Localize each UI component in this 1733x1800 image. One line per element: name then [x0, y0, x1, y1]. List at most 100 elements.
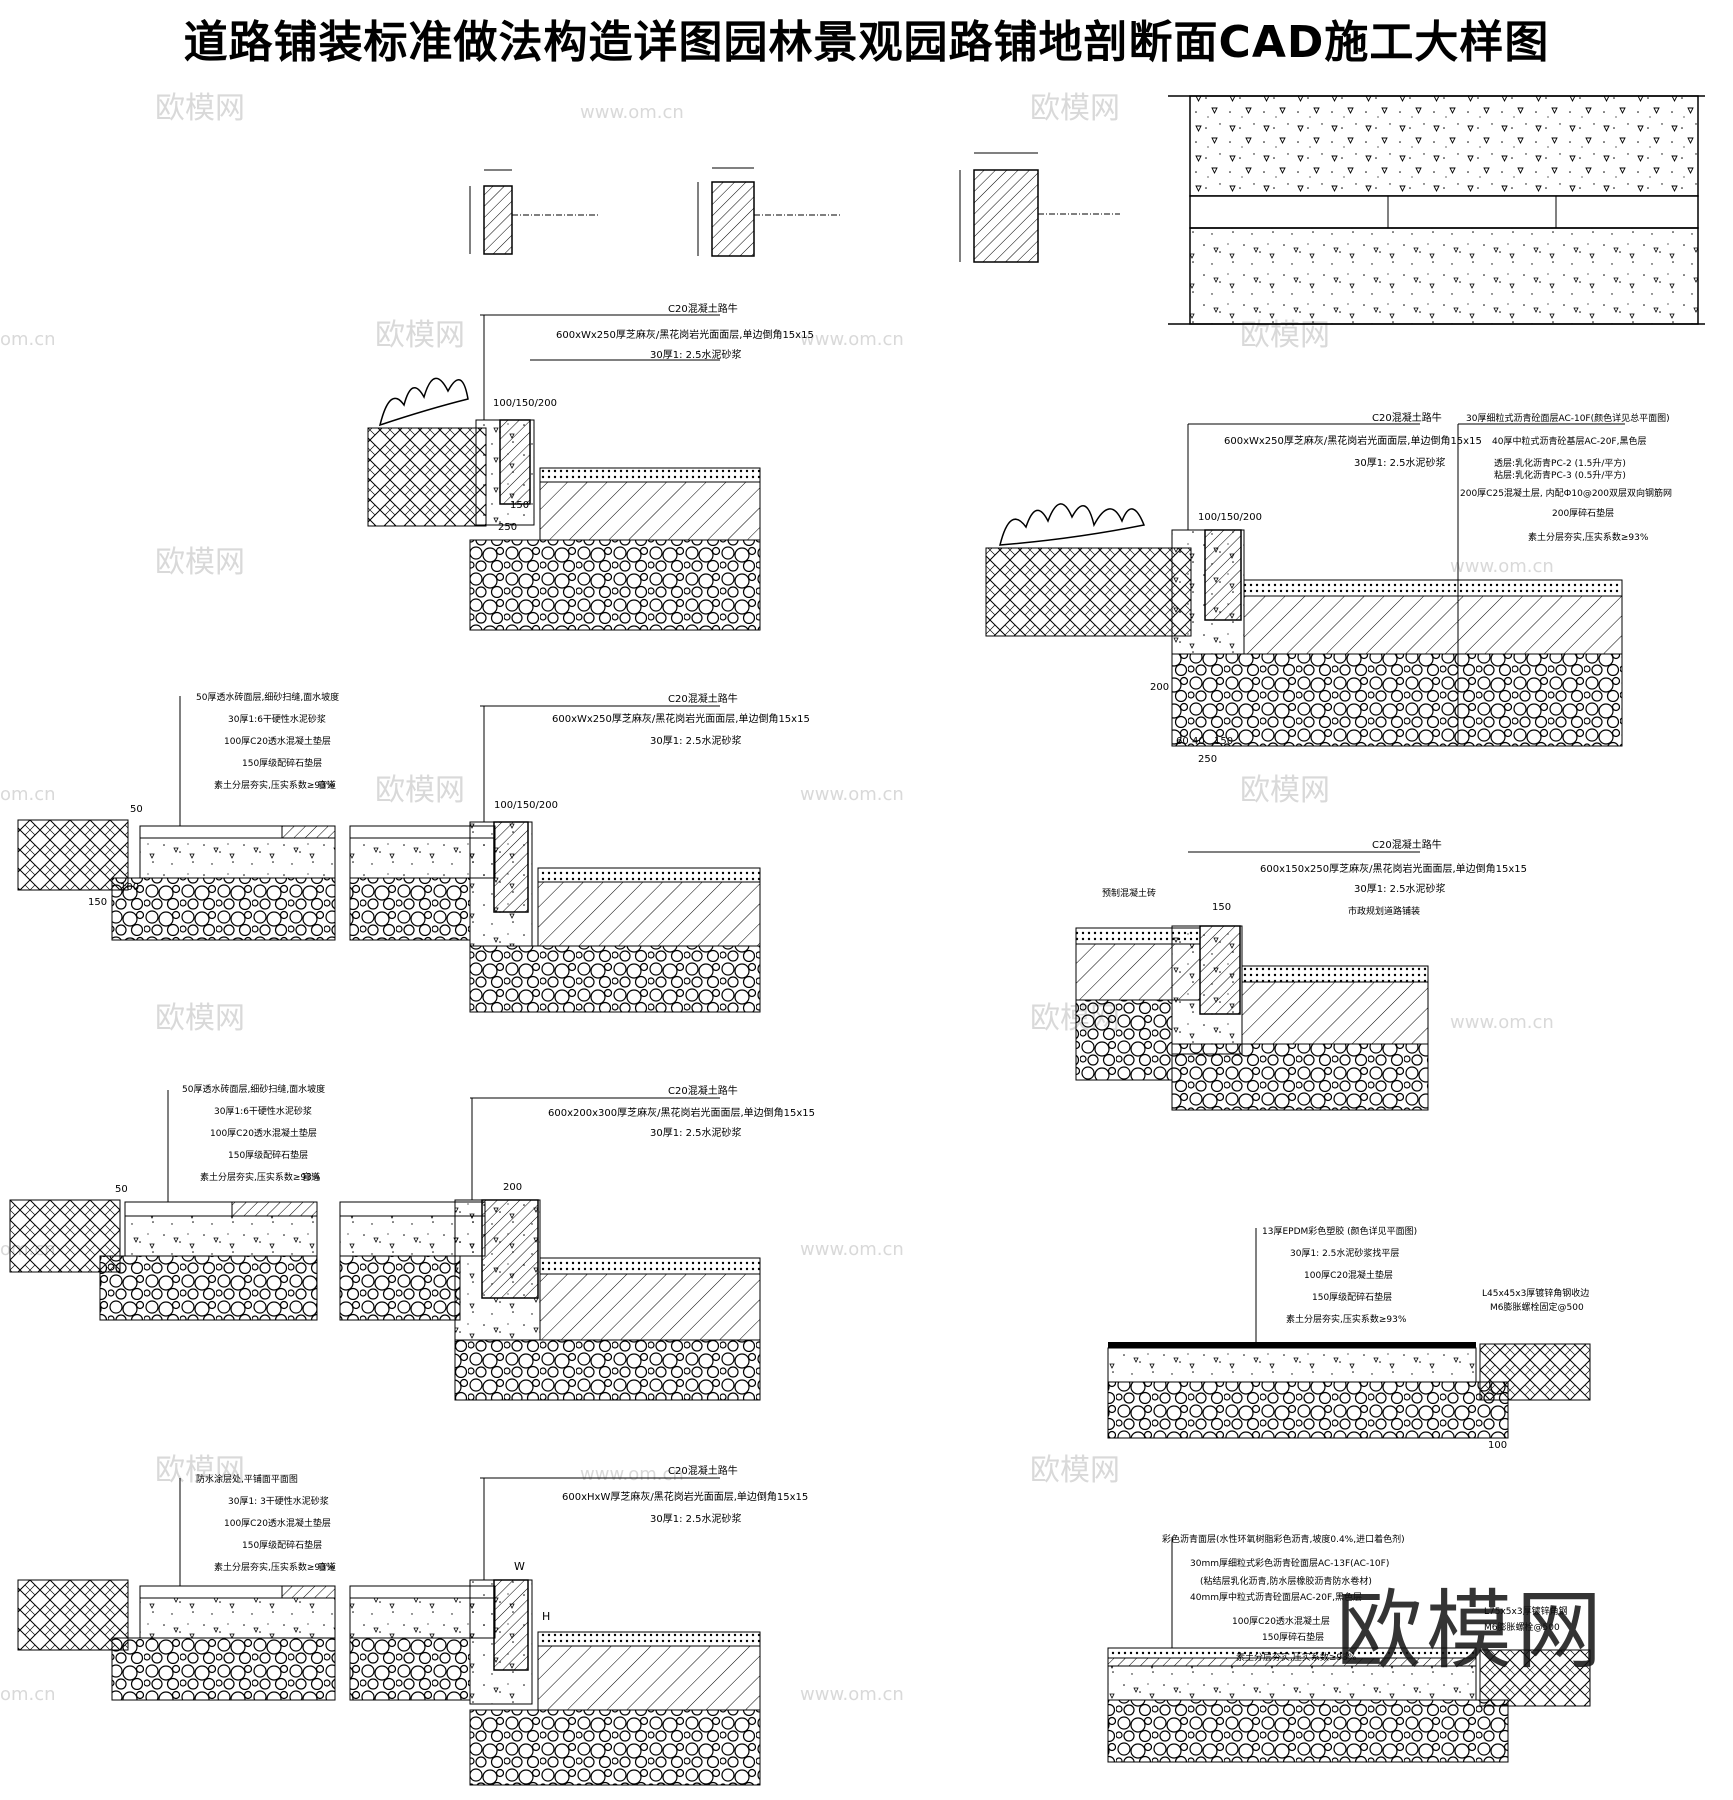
path-layer-1: 50厚透水砖面层,细砂扫缝,面水坡度 — [196, 691, 339, 703]
ca-layer-1: 30mm厚细粒式彩色沥青砼面层AC-13F(AC-10F) — [1190, 1557, 1389, 1569]
label-mortar: 30厚1: 2.5水泥砂浆 — [1354, 882, 1446, 895]
label-c20: C20混凝土路牛 — [668, 302, 738, 315]
section-curb-between-pavements: C20混凝土路牛 600x150x250厚芝麻灰/黑花岗岩光面面层,单边倒角15… — [1075, 838, 1527, 1111]
dim-150: 150 — [510, 500, 529, 511]
label-c20: C20混凝土路牛 — [668, 1084, 738, 1097]
dim-100: 100 — [1488, 1440, 1507, 1451]
section-permeable-path-3: 防水涂层处,平铺面平面图 30厚1: 3干硬性水泥砂浆 100厚C20透水混凝土… — [17, 1464, 808, 1786]
grass-label: 预制混凝土砖 — [1102, 887, 1156, 899]
label-kerb: 600xWx250厚芝麻灰/黑花岗岩光面面层,单边倒角15x15 — [556, 328, 814, 341]
watermark-url: www.om.cn — [800, 1239, 904, 1260]
watermark-url: om.cn — [0, 784, 56, 805]
ca-bolt: M6膨胀螺栓@500 — [1484, 1621, 1560, 1633]
path-layer-3: 100厚C20透水混凝土垫层 — [210, 1127, 317, 1139]
path-layer-1: 50厚透水砖面层,细砂扫缝,面水坡度 — [182, 1083, 325, 1095]
label-c20: C20混凝土路牛 — [668, 692, 738, 705]
paving-plan-block — [1168, 95, 1705, 325]
dim-50: 50 — [130, 804, 143, 815]
watermark-url: www.om.cn — [800, 1684, 904, 1705]
watermark-brand: 欧模网 — [375, 773, 465, 808]
label-mortar: 30厚1: 2.5水泥砂浆 — [1354, 456, 1446, 469]
label-kerb: 600xHxW厚芝麻灰/黑花岗岩光面面层,单边倒角15x15 — [562, 1490, 808, 1503]
section-permeable-path-1: 50厚透水砖面层,细砂扫缝,面水坡度 30厚1:6干硬性水泥砂浆 100厚C20… — [17, 691, 810, 1013]
dim-40: 40 — [1192, 736, 1205, 747]
dim-250: 250 — [498, 522, 517, 533]
epdm-layer-3: 100厚C20混凝土垫层 — [1304, 1269, 1393, 1281]
asphalt-layer-7: 素土分层夯实,压实系数≥93% — [1528, 531, 1649, 543]
dim-150: 150 — [1214, 736, 1233, 747]
epdm-layer-1: 13厚EPDM彩色塑胶 (颜色详见平面图) — [1262, 1225, 1417, 1237]
asphalt-layer-2: 40厚中粒式沥青砼基层AC-20F,黑色层 — [1492, 435, 1646, 447]
path-layer-1b: 防水涂层处,平铺面平面图 — [196, 1473, 298, 1485]
path-layer-3: 100厚C20透水混凝土垫层 — [224, 1517, 331, 1529]
ca-layer-6: 素土分层夯实,压实系数≥93% — [1236, 1651, 1357, 1663]
label-kerb: 600xWx250厚芝麻灰/黑花岗岩光面面层,单边倒角15x15 — [552, 712, 810, 725]
dim-100: 100 — [120, 882, 139, 893]
watermark-brand: 欧模网 — [1240, 773, 1330, 808]
asphalt-layer-3: 透层:乳化沥青PC-2 (1.5升/平方) — [1494, 457, 1626, 469]
dim-50: 50 — [115, 1184, 128, 1195]
label-c20: C20混凝土路牛 — [1372, 838, 1442, 851]
label-mortar: 30厚1: 2.5水泥砂浆 — [650, 1126, 742, 1139]
label-kerb: 600xWx250厚芝麻灰/黑花岗岩光面面层,单边倒角15x15 — [1224, 434, 1482, 447]
label-kerb: 600x200x300厚芝麻灰/黑花岗岩光面面层,单边倒角15x15 — [548, 1106, 815, 1119]
watermark-brand: 欧模网 — [375, 318, 465, 353]
curb-section-small — [469, 169, 600, 255]
path-layer-2: 30厚1:6干硬性水泥砂浆 — [228, 713, 326, 725]
watermark-url: www.om.cn — [1450, 1012, 1554, 1033]
drawing-title: 道路铺装标准做法构造详图园林景观园路铺地剖断面CAD施工大样图 — [183, 17, 1550, 68]
epdm-angle: L45x45x3厚镀锌角钢收边 — [1482, 1287, 1589, 1299]
label-width-options: 100/150/200 — [493, 398, 557, 409]
label-width-options: 100/150/200 — [494, 800, 558, 811]
curb-note: 市政规划道路铺装 — [1348, 905, 1420, 917]
path-layer-5: 素土分层夯实,压实系数≥93% — [214, 1561, 335, 1573]
section-colored-asphalt: 彩色沥青面层(水性环氧树脂彩色沥青,坡度0.4%,进口着色剂) 30mm厚细粒式… — [1107, 1533, 1591, 1763]
label-c20: C20混凝土路牛 — [668, 1464, 738, 1477]
watermark-brand: 欧模网 — [155, 91, 245, 126]
corner-brand-logo: 欧模网 — [1336, 1581, 1606, 1681]
asphalt-layer-1: 30厚细粒式沥青砼面层AC-10F(颜色详见总平面图) — [1466, 412, 1670, 424]
ca-angle: L75x5x3厚镀锌角钢 — [1484, 1605, 1568, 1617]
watermark-url: om.cn — [0, 1684, 56, 1705]
watermark-url: www.om.cn — [580, 102, 684, 123]
path-layer-3: 100厚C20透水混凝土垫层 — [224, 735, 331, 747]
dim-60: 60 — [1176, 736, 1189, 747]
path-layer-5: 素土分层夯实,压实系数≥93% — [214, 779, 335, 791]
dim-200: 200 — [1150, 682, 1169, 693]
dim-200: 200 — [503, 1182, 522, 1193]
section-epdm: 13厚EPDM彩色塑胶 (颜色详见平面图) 30厚1: 2.5水泥砂浆找平层 1… — [1107, 1225, 1591, 1451]
watermark-brand: 欧模网 — [155, 1001, 245, 1036]
ca-layer-2: (粘结层乳化沥青,防水层橡胶沥青防水卷材) — [1200, 1575, 1372, 1587]
dim-250: 250 — [1198, 754, 1217, 765]
dim-H: H — [542, 1610, 550, 1623]
watermark-url: www.om.cn — [800, 784, 904, 805]
path-edge-label: 盲道 — [318, 1561, 336, 1573]
path-layer-5: 素土分层夯实,压实系数≥93% — [200, 1171, 321, 1183]
label-width-options: 100/150/200 — [1198, 512, 1262, 523]
dim-150: 150 — [1212, 902, 1231, 913]
section-planted-curb-asphalt: C20混凝土路牛 600xWx250厚芝麻灰/黑花岗岩光面面层,单边倒角15x1… — [985, 411, 1672, 765]
section-permeable-path-2: 50厚透水砖面层,细砂扫缝,面水坡度 30厚1:6干硬性水泥砂浆 100厚C20… — [9, 1083, 815, 1401]
label-mortar: 30厚1: 2.5水泥砂浆 — [650, 1512, 742, 1525]
watermark-url: www.om.cn — [800, 329, 904, 350]
label-c20: C20混凝土路牛 — [1372, 411, 1442, 424]
path-layer-4: 150厚级配碎石垫层 — [242, 757, 322, 769]
path-layer-2b: 30厚1: 3干硬性水泥砂浆 — [228, 1495, 329, 1507]
watermark-url: om.cn — [0, 329, 56, 350]
label-mortar: 30厚1: 2.5水泥砂浆 — [650, 348, 742, 361]
epdm-layer-2: 30厚1: 2.5水泥砂浆找平层 — [1290, 1247, 1399, 1259]
curb-section-medium — [697, 167, 840, 257]
watermark-brand: 欧模网 — [155, 1453, 245, 1488]
watermark-brand: 欧模网 — [1030, 1453, 1120, 1488]
epdm-bolt: M6膨胀螺栓固定@500 — [1490, 1301, 1584, 1313]
watermark-url: www.om.cn — [580, 1464, 684, 1485]
dim-W: W — [514, 1560, 525, 1573]
asphalt-layer-4: 粘层:乳化沥青PC-3 (0.5升/平方) — [1494, 469, 1626, 481]
path-layer-4: 150厚级配碎石垫层 — [242, 1539, 322, 1551]
section-planted-curb-1: C20混凝土路牛 600xWx250厚芝麻灰/黑花岗岩光面面层,单边倒角15x1… — [367, 302, 814, 631]
ca-layer-3: 40mm厚中粒式沥青砼面层AC-20F,黑色层 — [1190, 1591, 1362, 1603]
watermark-brand: 欧模网 — [1030, 91, 1120, 126]
path-edge-label: 盲道 — [318, 779, 336, 791]
asphalt-layer-6: 200厚碎石垫层 — [1552, 507, 1614, 519]
